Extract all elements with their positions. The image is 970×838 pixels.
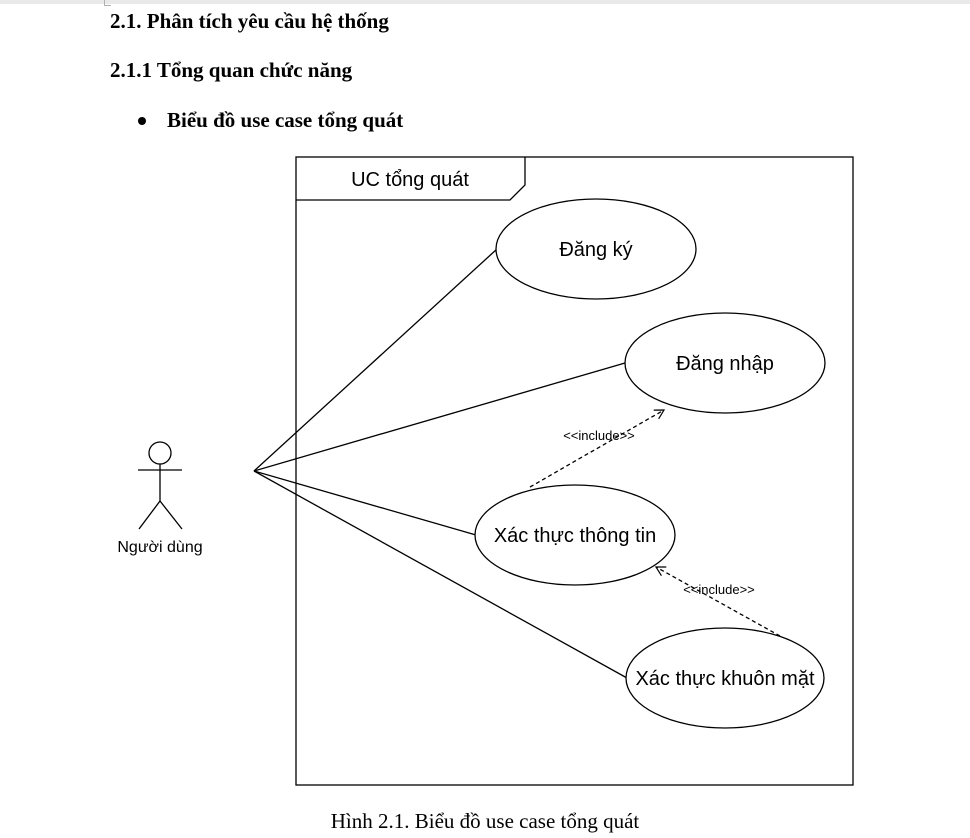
association-register: [253, 248, 498, 472]
use-case-verify-info-ellipse: [474, 484, 676, 586]
include-arrow-verify: [654, 566, 781, 637]
use-case-login-label: Đăng nhập: [676, 353, 774, 375]
association-verify-info: [253, 470, 477, 536]
use-case-verify-info: Xác thực thông tin: [474, 484, 676, 586]
page-top-edge: [0, 0, 970, 4]
use-case-face-verify-ellipse: [625, 627, 825, 729]
use-case-face-verify: Xác thực khuôn mặt: [625, 627, 825, 729]
use-case-verify-info-label: Xác thực thông tin: [494, 525, 656, 547]
section-heading: 2.1. Phân tích yêu cầu hệ thống: [110, 9, 389, 33]
frame-title-tab: [296, 157, 526, 201]
use-case-register-label: Đăng ký: [559, 239, 632, 261]
use-case-face-verify-label: Xác thực khuôn mặt: [635, 668, 814, 690]
use-case-register-ellipse: [495, 198, 697, 300]
use-case-login: Đăng nhập: [624, 312, 826, 414]
use-case-register: Đăng ký: [495, 198, 697, 300]
bullet-item-text: Biểu đồ use case tổng quát: [167, 108, 404, 132]
include-arrow-login: [529, 409, 666, 488]
include-label-verify: <<include>>: [683, 582, 755, 597]
include-label-login: <<include>>: [563, 428, 635, 443]
association-login: [253, 362, 626, 472]
frame-title: UC tổng quát: [351, 169, 469, 191]
association-lines: [253, 248, 628, 679]
bullet-icon: [138, 116, 146, 125]
subsection-heading: 2.1.1 Tổng quan chức năng: [110, 58, 353, 82]
bullet-list-item: Biểu đồ use case tổng quát: [138, 108, 403, 133]
system-boundary-frame: [295, 156, 854, 786]
text-boundary-mark: [104, 0, 111, 6]
association-face-verify: [253, 470, 628, 679]
actor-stick-figure-icon: [138, 441, 183, 530]
actor-label: Người dùng: [117, 539, 202, 556]
figure-caption: Hình 2.1. Biểu đồ use case tổng quát: [330, 809, 640, 833]
use-case-login-ellipse: [624, 312, 826, 414]
